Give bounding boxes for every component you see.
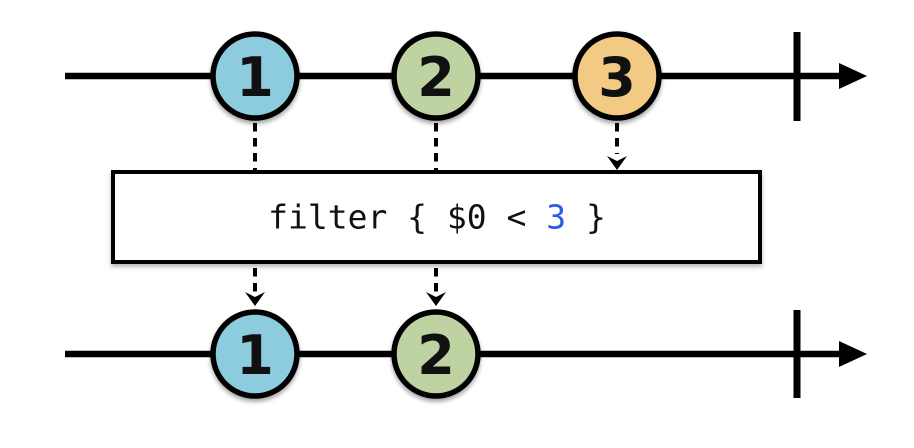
source-to-operator-connectors xyxy=(253,123,627,171)
operator-box-frame xyxy=(111,170,762,264)
output-marble-1: 1 xyxy=(210,309,300,399)
marble-circle xyxy=(391,31,481,121)
operator-code-prefix: filter { $0 < xyxy=(268,198,546,237)
operator-box: filter { $0 < 3 } xyxy=(111,170,762,264)
marble-value: 2 xyxy=(417,324,455,387)
down-arrowhead-icon xyxy=(607,156,627,170)
output-timeline-arrowhead-icon xyxy=(839,341,867,367)
marble-circle xyxy=(572,31,662,121)
marble-value: 2 xyxy=(417,46,455,109)
down-arrowhead-icon xyxy=(245,292,265,306)
source-timeline-arrowhead-icon xyxy=(839,63,867,89)
source-marble-2: 2 xyxy=(391,31,481,121)
marble-circle xyxy=(391,309,481,399)
operator-code-threshold: 3 xyxy=(546,198,566,237)
marble-circle xyxy=(210,309,300,399)
operator-code-label: filter { $0 < 3 } xyxy=(268,198,606,237)
output-marble-2: 2 xyxy=(391,309,481,399)
marble-value: 1 xyxy=(236,46,274,109)
marble-circle xyxy=(210,31,300,121)
down-arrowhead-icon xyxy=(426,292,446,306)
source-marble-1: 1 xyxy=(210,31,300,121)
marble-value: 1 xyxy=(236,324,274,387)
operator-code-suffix: } xyxy=(566,198,606,237)
marble-value: 3 xyxy=(598,46,636,109)
source-marble-3: 3 xyxy=(572,31,662,121)
operator-to-output-connectors xyxy=(245,268,446,306)
